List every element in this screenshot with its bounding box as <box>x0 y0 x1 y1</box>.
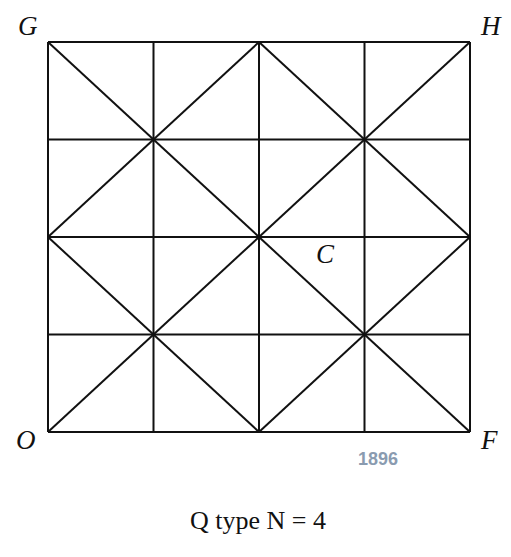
diagonal-line <box>48 140 154 238</box>
vertex-label: F <box>481 427 498 454</box>
diagonal-line <box>259 237 365 335</box>
diagonal-line <box>365 237 471 335</box>
diagonal-line <box>48 237 154 335</box>
diagonal-line <box>48 42 154 140</box>
diagonal-line <box>154 42 260 140</box>
vertex-label: G <box>18 13 38 40</box>
diagonal-line <box>154 140 260 238</box>
diagonal-line <box>259 335 365 433</box>
grid-lines <box>48 42 470 432</box>
diagonal-line <box>154 237 260 335</box>
watermark-text: 1896 <box>355 449 401 469</box>
grid-line <box>48 334 470 336</box>
diagonal-line <box>365 335 471 433</box>
figure-caption: Q type N = 4 <box>190 508 326 534</box>
vertex-label: O <box>16 427 36 454</box>
diagonal-line <box>365 42 471 140</box>
vertex-label: H <box>481 13 501 40</box>
diagonal-line <box>259 140 365 238</box>
diagonal-line <box>154 335 260 433</box>
grid-line <box>364 42 366 432</box>
vertex-label: C <box>316 241 334 268</box>
diagonal-line <box>48 335 154 433</box>
diagonal-line <box>259 42 365 140</box>
diagonal-line <box>365 140 471 238</box>
